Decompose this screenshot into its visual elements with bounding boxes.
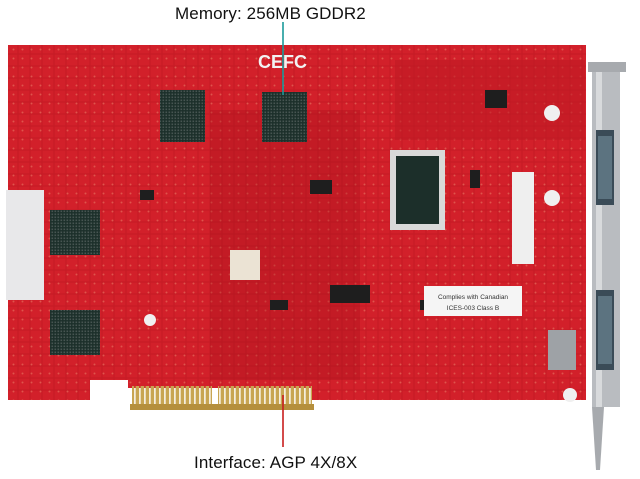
- agp-edge-connector: [130, 386, 314, 410]
- tv-out-port: [548, 330, 576, 370]
- compliance-line-2: ICES-003 Class B: [447, 305, 499, 312]
- serial-label-sticker: [6, 190, 44, 300]
- memory-chip: [160, 90, 205, 142]
- memory-chip: [50, 310, 100, 355]
- memory-chip: [50, 210, 100, 255]
- memory-caption: Memory: 256MB GDDR2: [175, 4, 366, 23]
- io-bracket: [588, 62, 626, 470]
- controller-chip: [390, 150, 445, 230]
- interface-caption: Interface: AGP 4X/8X: [194, 453, 358, 472]
- smd-components: [140, 90, 507, 310]
- compliance-line-1: Complies with Canadian: [438, 294, 508, 301]
- compliance-sticker: Complies with Canadian ICES-003 Class B: [424, 286, 522, 316]
- dvi-connector: [596, 130, 614, 205]
- vga-connector: [596, 290, 614, 370]
- capacitors: [144, 105, 577, 402]
- side-label-sticker: [512, 172, 534, 264]
- memory-chip: [262, 92, 307, 142]
